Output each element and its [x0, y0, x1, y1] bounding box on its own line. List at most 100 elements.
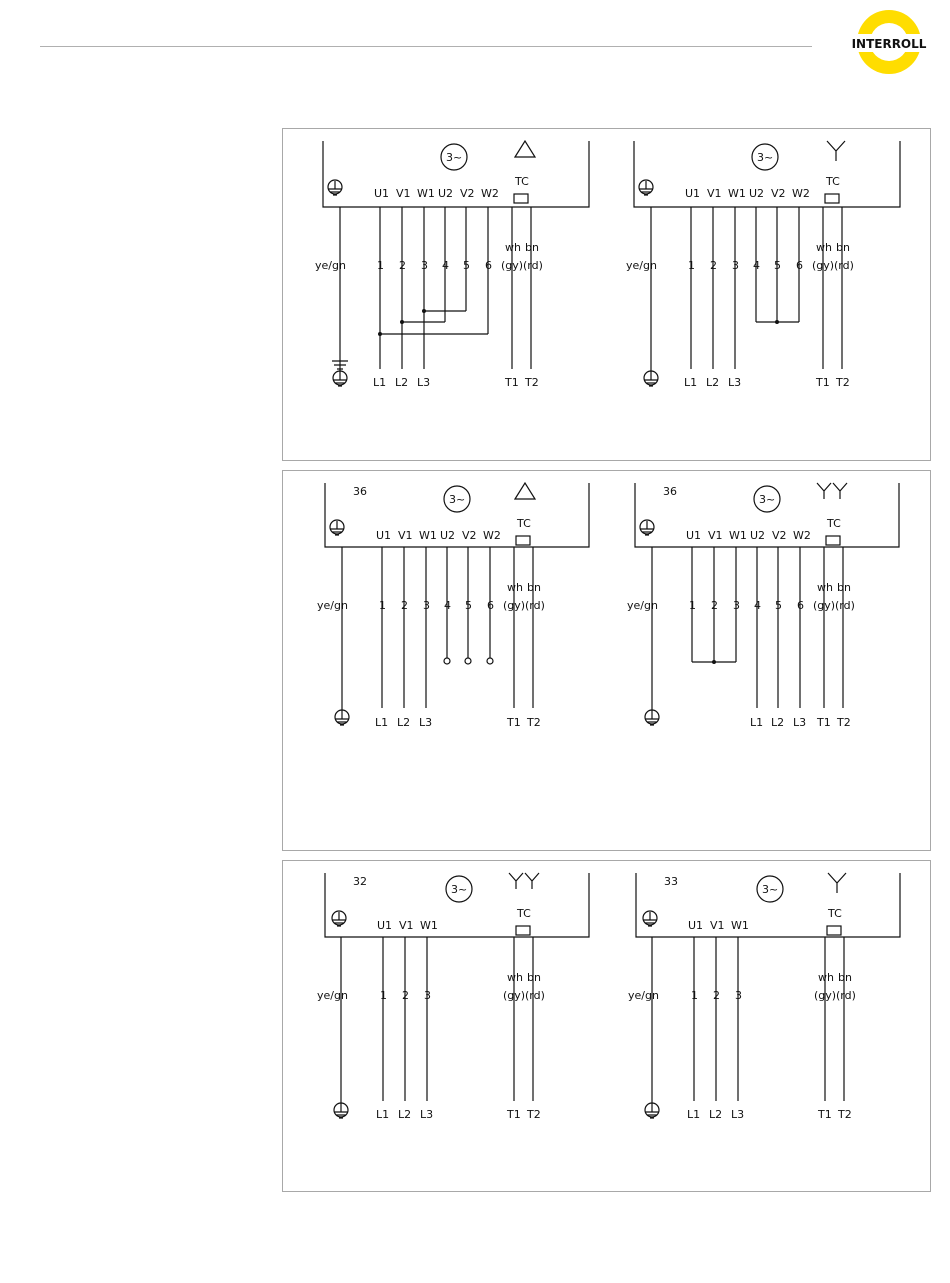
svg-text:1: 1 — [377, 259, 384, 272]
svg-text:1: 1 — [380, 989, 387, 1002]
svg-text:6: 6 — [796, 259, 803, 272]
svg-text:L3: L3 — [417, 376, 430, 389]
svg-text:L2: L2 — [709, 1108, 722, 1121]
svg-text:INTERROLL: INTERROLL — [852, 37, 927, 51]
svg-text:T2: T2 — [836, 716, 851, 729]
svg-text:2: 2 — [711, 599, 718, 612]
svg-text:T2: T2 — [526, 1108, 541, 1121]
thermal-contact-icon — [515, 925, 531, 936]
ground-icon — [327, 179, 343, 195]
svg-text:T1: T1 — [506, 1108, 521, 1121]
svg-text:(rd): (rd) — [525, 599, 545, 612]
wiring-panel-3: 32 ye/gn 3~ U1 V1 W1 TC 1 2 3 wh bn ( — [282, 860, 931, 1192]
svg-text:TC: TC — [827, 907, 842, 920]
svg-text:U2: U2 — [440, 529, 455, 542]
diagram-delta: ye/gn 3~ U1 V1 W1 U2 V2 W2 TC 1 2 — [315, 139, 590, 389]
interroll-logo: INTERROLL — [843, 8, 935, 76]
svg-text:L2: L2 — [395, 376, 408, 389]
svg-text:L2: L2 — [706, 376, 719, 389]
svg-text:U1: U1 — [374, 187, 389, 200]
svg-text:3: 3 — [421, 259, 428, 272]
svg-text:6: 6 — [487, 599, 494, 612]
ground-icon — [329, 519, 345, 535]
svg-text:wh: wh — [817, 581, 833, 594]
svg-text:wh: wh — [507, 971, 523, 984]
svg-text:U1: U1 — [686, 529, 701, 542]
svg-text:wh: wh — [816, 241, 832, 254]
diagram-code: 33 — [664, 875, 678, 888]
ground-icon — [644, 1102, 660, 1118]
ground-icon — [332, 370, 348, 386]
diagram-double-star-36: 36 ye/gn 3~ U1 V1 W1 U2 V2 W2 TC — [627, 482, 900, 729]
svg-text:(gy): (gy) — [501, 259, 523, 272]
svg-text:5: 5 — [463, 259, 470, 272]
star-symbol-icon — [827, 872, 847, 893]
ground-icon — [333, 1102, 349, 1118]
panel-2-diagrams: 36 ye/gn 3~ U1 V1 W1 U2 V2 W2 TC — [317, 481, 900, 729]
svg-text:V2: V2 — [460, 187, 475, 200]
ground-icon — [334, 709, 350, 725]
svg-text:bn: bn — [525, 241, 539, 254]
svg-text:W1: W1 — [731, 919, 749, 932]
svg-text:4: 4 — [442, 259, 449, 272]
svg-text:L1: L1 — [750, 716, 763, 729]
svg-text:L3: L3 — [419, 716, 432, 729]
earth-label: ye/gn — [628, 989, 659, 1002]
svg-text:3~: 3~ — [757, 151, 773, 164]
svg-text:L1: L1 — [684, 376, 697, 389]
svg-text:T1: T1 — [816, 716, 831, 729]
svg-text:U2: U2 — [750, 529, 765, 542]
svg-text:W1: W1 — [729, 529, 747, 542]
svg-text:wh: wh — [818, 971, 834, 984]
svg-text:4: 4 — [754, 599, 761, 612]
svg-text:bn: bn — [837, 581, 851, 594]
svg-text:W1: W1 — [419, 529, 437, 542]
earth-label: ye/gn — [317, 599, 348, 612]
thermal-contact-icon — [826, 925, 842, 936]
svg-text:3~: 3~ — [449, 493, 465, 506]
svg-text:L3: L3 — [728, 376, 741, 389]
svg-text:bn: bn — [527, 581, 541, 594]
ground-icon — [638, 179, 654, 195]
svg-text:1: 1 — [379, 599, 386, 612]
svg-text:V2: V2 — [772, 529, 787, 542]
svg-text:4: 4 — [444, 599, 451, 612]
svg-text:L2: L2 — [398, 1108, 411, 1121]
svg-text:U1: U1 — [685, 187, 700, 200]
thermal-contact-icon — [515, 535, 531, 546]
delta-symbol-icon — [513, 481, 537, 500]
panel-1-diagrams: ye/gn 3~ U1 V1 W1 U2 V2 W2 TC 1 2 — [315, 139, 901, 389]
svg-text:V1: V1 — [396, 187, 411, 200]
svg-text:6: 6 — [797, 599, 804, 612]
rotation-icon — [753, 485, 781, 513]
svg-text:(rd): (rd) — [835, 599, 855, 612]
svg-text:3~: 3~ — [451, 883, 467, 896]
svg-text:TC: TC — [825, 175, 840, 188]
wiring-panel-2: 36 ye/gn 3~ U1 V1 W1 U2 V2 W2 TC — [282, 470, 931, 851]
svg-text:3~: 3~ — [762, 883, 778, 896]
svg-text:W2: W2 — [481, 187, 499, 200]
rotation-icon — [445, 875, 473, 903]
svg-text:U1: U1 — [376, 529, 391, 542]
diagram-double-star-32: 32 ye/gn 3~ U1 V1 W1 TC 1 2 3 wh bn ( — [317, 872, 590, 1121]
svg-text:V2: V2 — [771, 187, 786, 200]
svg-text:3~: 3~ — [759, 493, 775, 506]
svg-text:wh: wh — [507, 581, 523, 594]
svg-text:W1: W1 — [728, 187, 746, 200]
svg-text:L3: L3 — [731, 1108, 744, 1121]
svg-text:2: 2 — [402, 989, 409, 1002]
svg-text:L2: L2 — [397, 716, 410, 729]
svg-text:T2: T2 — [837, 1108, 852, 1121]
ground-icon — [642, 910, 658, 926]
svg-text:T2: T2 — [524, 376, 539, 389]
svg-text:(gy): (gy) — [503, 989, 525, 1002]
svg-text:TC: TC — [516, 517, 531, 530]
svg-text:1: 1 — [688, 259, 695, 272]
svg-text:bn: bn — [838, 971, 852, 984]
svg-text:3: 3 — [732, 259, 739, 272]
svg-text:(gy): (gy) — [812, 259, 834, 272]
svg-text:V2: V2 — [462, 529, 477, 542]
svg-text:3: 3 — [424, 989, 431, 1002]
svg-text:V1: V1 — [398, 529, 413, 542]
svg-text:T1: T1 — [815, 376, 830, 389]
